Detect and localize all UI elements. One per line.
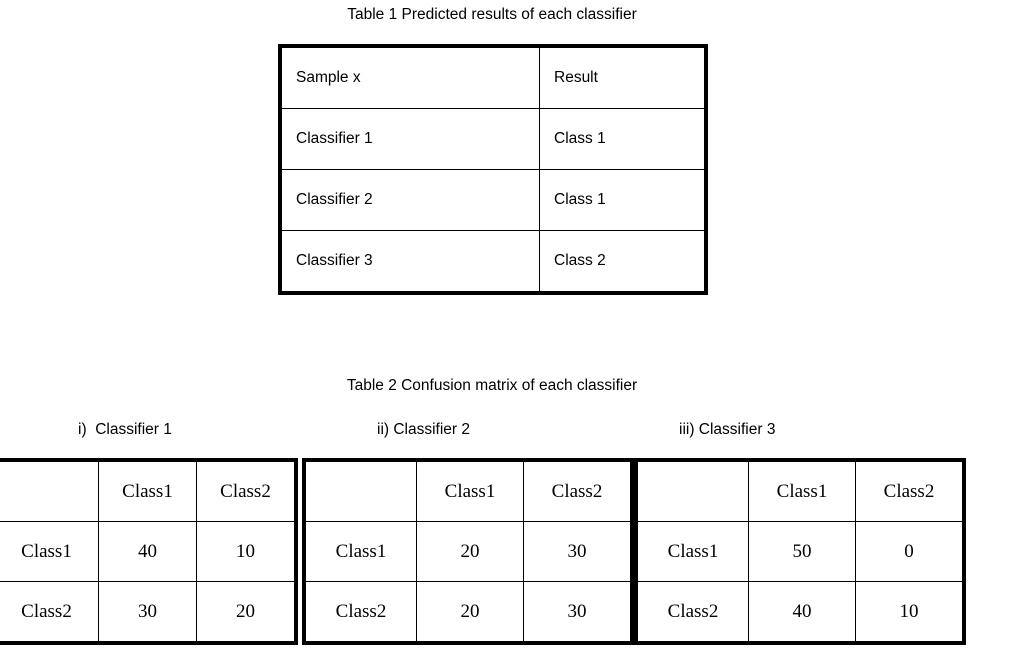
matrix-row: Class2 30 20 [0,581,297,644]
table1-cell-result-1: Class 1 [539,108,707,170]
matrix1-col-header-1: Class1 [98,459,197,522]
matrix1-cell-1-0: 30 [98,581,197,644]
matrix-row: Class1 40 10 [0,521,297,582]
confusion-matrix-classifier-1: Class1 Class2 Class1 40 10 Class2 30 20 [0,458,298,645]
confusion-matrix-classifier-2: Class1 Class2 Class1 20 30 Class2 20 30 [302,458,634,645]
matrix-row: Class1 50 0 [635,521,965,582]
table1-cell-result-3: Class 2 [539,230,707,294]
table1-header-sample: Sample x [279,45,540,109]
matrix-header-row: Class1 Class2 [303,459,633,522]
matrix-row: Class1 20 30 [303,521,633,582]
table1-cell-result-2: Class 1 [539,169,707,231]
matrix3-col-header-2: Class2 [855,459,965,522]
matrix3-cell-1-1: 10 [855,581,965,644]
matrix1-corner-cell [0,459,99,522]
matrix3-cell-0-1: 0 [855,521,965,582]
confusion-matrix-1-container: Class1 Class2 Class1 40 10 Class2 30 20 [0,458,298,645]
predicted-results-table: Sample x Result Classifier 1 Class 1 Cla… [278,44,708,295]
table-header-row: Sample x Result [279,45,707,109]
table1-header-result: Result [539,45,707,109]
matrix2-col-header-2: Class2 [523,459,633,522]
matrix2-row-header-2: Class2 [303,581,417,644]
matrix2-cell-1-0: 20 [416,581,524,644]
matrix3-row-header-1: Class1 [635,521,749,582]
matrix1-row-header-2: Class2 [0,581,99,644]
matrix-caption-classifier-2: ii) Classifier 2 [377,421,471,438]
matrix1-col-header-2: Class2 [196,459,297,522]
matrix-header-row: Class1 Class2 [0,459,297,522]
table2-title: Table 2 Confusion matrix of each classif… [346,377,638,394]
matrix2-col-header-1: Class1 [416,459,524,522]
matrix2-cell-0-0: 20 [416,521,524,582]
matrix3-row-header-2: Class2 [635,581,749,644]
matrix-row: Class2 40 10 [635,581,965,644]
matrix2-cell-0-1: 30 [523,521,633,582]
matrix-caption-classifier-3: iii) Classifier 3 [679,421,776,438]
matrix3-corner-cell [635,459,749,522]
matrix-caption-classifier-1: i) Classifier 1 [78,421,172,438]
matrix1-row-header-1: Class1 [0,521,99,582]
matrix2-corner-cell [303,459,417,522]
matrix3-cell-1-0: 40 [748,581,856,644]
table1-cell-sample-2: Classifier 2 [279,169,540,231]
table-row: Classifier 1 Class 1 [279,108,707,170]
matrix1-cell-0-1: 10 [196,521,297,582]
table-row: Classifier 3 Class 2 [279,230,707,294]
matrix-header-row: Class1 Class2 [635,459,965,522]
table1-title: Table 1 Predicted results of each classi… [347,6,637,23]
matrix3-col-header-1: Class1 [748,459,856,522]
matrix-row: Class2 20 30 [303,581,633,644]
matrix1-cell-1-1: 20 [196,581,297,644]
confusion-matrix-3-container: Class1 Class2 Class1 50 0 Class2 40 10 [634,458,966,645]
matrix1-cell-0-0: 40 [98,521,197,582]
table1-container: Sample x Result Classifier 1 Class 1 Cla… [278,44,708,295]
confusion-matrix-2-container: Class1 Class2 Class1 20 30 Class2 20 30 [302,458,634,645]
matrix3-cell-0-0: 50 [748,521,856,582]
table1-cell-sample-1: Classifier 1 [279,108,540,170]
table1-cell-sample-3: Classifier 3 [279,230,540,294]
table-row: Classifier 2 Class 1 [279,169,707,231]
matrix2-cell-1-1: 30 [523,581,633,644]
confusion-matrix-classifier-3: Class1 Class2 Class1 50 0 Class2 40 10 [634,458,966,645]
matrix2-row-header-1: Class1 [303,521,417,582]
